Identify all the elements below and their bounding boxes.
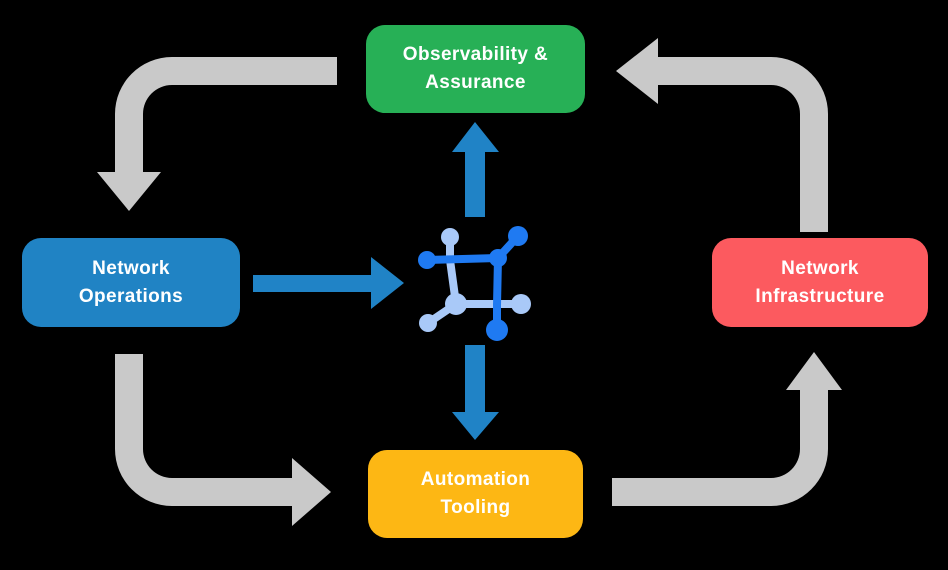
node-label-line: Network — [781, 257, 859, 279]
node-label-line: Operations — [78, 285, 184, 307]
arrow-automation-to-infrastructure — [612, 352, 842, 506]
node-label-line: Assurance — [425, 72, 526, 93]
node-label-line: Network — [92, 257, 170, 279]
arrow-operations-to-platform — [253, 257, 404, 309]
node-automation-tooling: Automation Tooling — [368, 450, 583, 538]
arrow-operations-to-automation — [115, 354, 331, 526]
network-mesh-icon — [418, 226, 531, 341]
node-label-line: Tooling — [440, 497, 511, 518]
node-label-line: Observability & — [402, 44, 549, 65]
arrow-infrastructure-to-observability — [616, 38, 828, 232]
network-mesh-light-nodes — [419, 228, 531, 332]
node-network-operations: Network Operations — [22, 238, 240, 327]
arrow-platform-to-observability — [452, 122, 499, 217]
node-label-line: Infrastructure — [755, 285, 885, 307]
node-label-line: Automation — [420, 469, 531, 490]
arrow-observability-to-operations — [97, 57, 337, 211]
network-mesh-dark-nodes — [418, 226, 528, 341]
arrow-platform-to-automation — [452, 345, 499, 440]
node-network-infrastructure: Network Infrastructure — [712, 238, 928, 327]
node-observability-assurance: Observability & Assurance — [366, 25, 585, 113]
